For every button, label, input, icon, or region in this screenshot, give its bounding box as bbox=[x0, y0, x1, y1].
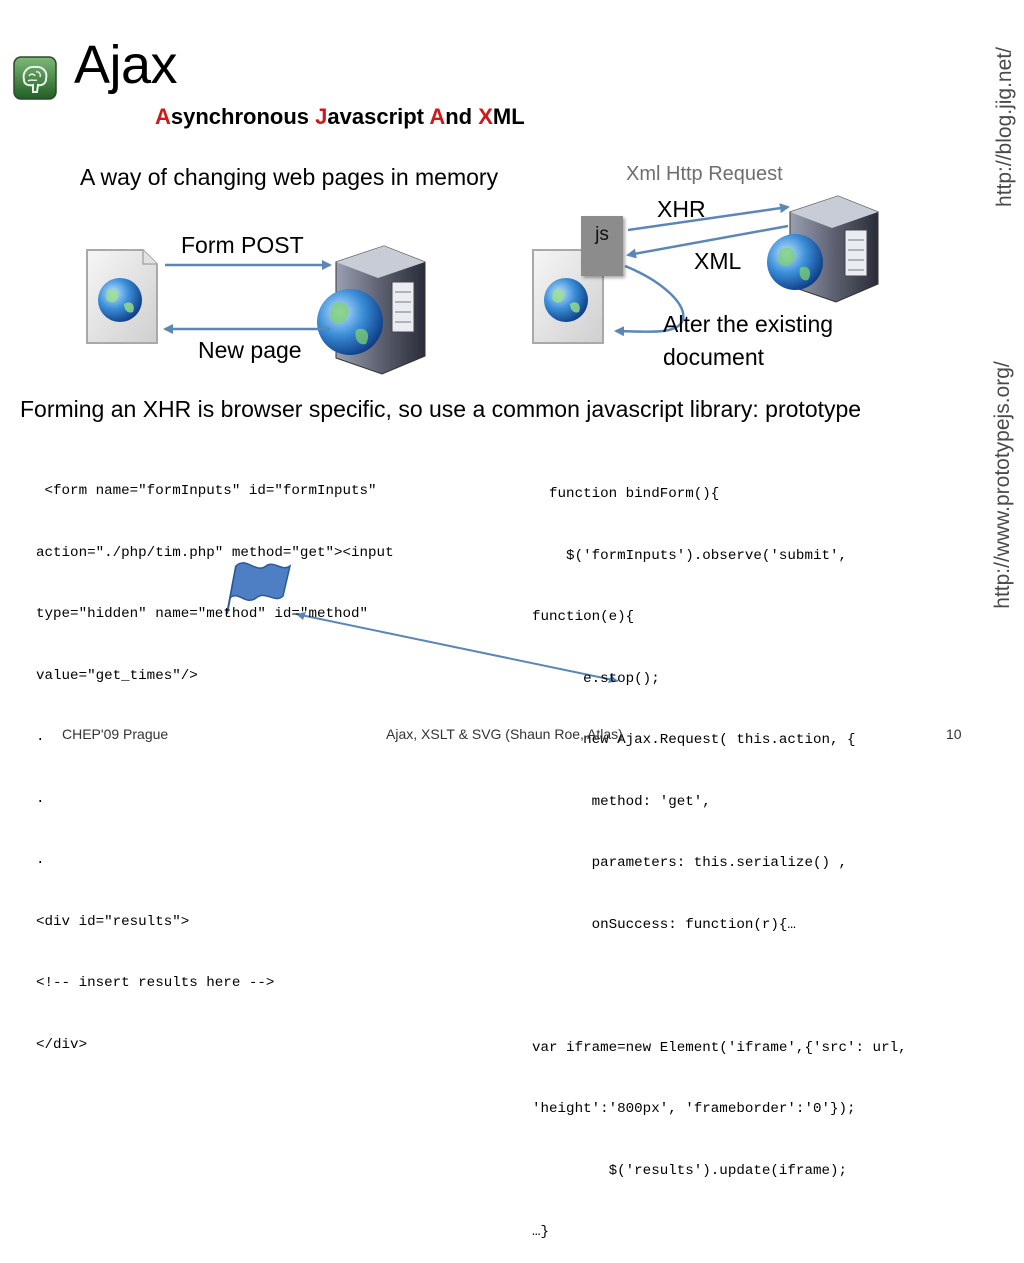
xhr-arrow bbox=[628, 207, 788, 230]
subtitle-initial: A bbox=[155, 104, 171, 129]
subtitle-initial: A bbox=[429, 104, 445, 129]
code-line: var iframe=new Element('iframe',{'src': … bbox=[532, 1038, 907, 1059]
web-page-icon-left bbox=[87, 250, 157, 343]
code-line: parameters: this.serialize() , bbox=[532, 853, 907, 874]
page-number: 10 bbox=[946, 726, 962, 742]
subtitle-initial: X bbox=[478, 104, 493, 129]
sidebar-link-blog[interactable]: http://blog.jig.net/ bbox=[993, 42, 1019, 212]
subtitle-text: avascript bbox=[327, 104, 429, 129]
html-code-block: <form name="formInputs" id="formInputs" … bbox=[36, 440, 394, 1076]
js-code-block: function bindForm(){ $('formInputs').obs… bbox=[532, 443, 907, 1263]
footer-center: Ajax, XSLT & SVG (Shaun Roe, Atlas) bbox=[386, 726, 623, 742]
tagline: A way of changing web pages in memory bbox=[80, 164, 498, 191]
code-line bbox=[532, 976, 907, 997]
statement: Forming an XHR is browser specific, so u… bbox=[20, 396, 861, 423]
xhr-heading: Xml Http Request bbox=[626, 163, 783, 186]
server-icon-left bbox=[317, 246, 425, 374]
code-line: <div id="results"> bbox=[36, 912, 394, 933]
code-line: function(e){ bbox=[532, 607, 907, 628]
brain-logo-icon bbox=[13, 56, 57, 100]
code-line: 'height':'800px', 'frameborder':'0'}); bbox=[532, 1099, 907, 1120]
code-line: <form name="formInputs" id="formInputs" bbox=[36, 481, 394, 502]
subtitle-initial: J bbox=[315, 104, 327, 129]
xhr-label: XHR bbox=[657, 196, 706, 223]
sidebar-link-prototype[interactable]: http://www.prototypejs.org/ bbox=[991, 325, 1017, 645]
code-line: e.stop(); bbox=[532, 669, 907, 690]
subtitle-text: synchronous bbox=[171, 104, 315, 129]
js-box: js bbox=[581, 216, 623, 276]
alter-label-line2: document bbox=[663, 344, 764, 371]
server-icon-right bbox=[767, 196, 878, 302]
alter-label-line1: Alter the existing bbox=[663, 311, 833, 338]
new-page-label: New page bbox=[198, 337, 302, 364]
code-line: <!-- insert results here --> bbox=[36, 973, 394, 994]
slide-title: Ajax bbox=[74, 38, 177, 92]
code-line: value="get_times"/> bbox=[36, 666, 394, 687]
code-line: action="./php/tim.php" method="get"><inp… bbox=[36, 543, 394, 564]
slide-subtitle: Asynchronous Javascript And XML bbox=[155, 104, 525, 130]
code-line: onSuccess: function(r){… bbox=[532, 915, 907, 936]
subtitle-text: ML bbox=[493, 104, 525, 129]
code-line: type="hidden" name="method" id="method" bbox=[36, 604, 394, 625]
code-line: </div> bbox=[36, 1035, 394, 1056]
xml-label: XML bbox=[694, 248, 741, 275]
code-line: $('results').update(iframe); bbox=[532, 1161, 907, 1182]
code-line: $('formInputs').observe('submit', bbox=[532, 546, 907, 567]
code-line: method: 'get', bbox=[532, 792, 907, 813]
code-line: …} bbox=[532, 1222, 907, 1243]
code-line: function bindForm(){ bbox=[532, 484, 907, 505]
code-line: . bbox=[36, 789, 394, 810]
code-line: . bbox=[36, 850, 394, 871]
subtitle-text: nd bbox=[445, 104, 478, 129]
form-post-label: Form POST bbox=[181, 232, 304, 259]
footer-left: CHEP'09 Prague bbox=[62, 726, 168, 742]
